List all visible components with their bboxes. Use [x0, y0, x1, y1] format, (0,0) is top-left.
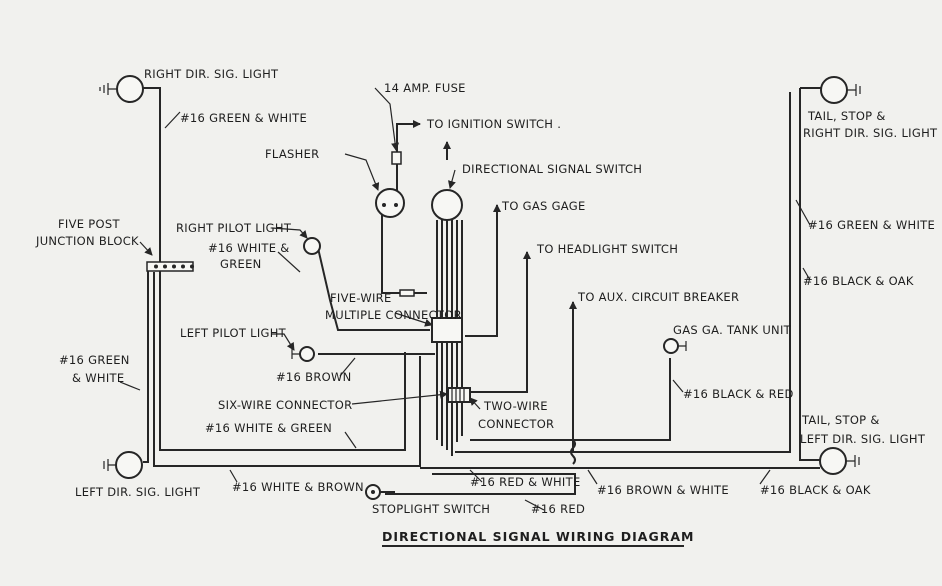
junction-block-symbol [146, 261, 194, 272]
right-pilot-light-label: RIGHT PILOT LIGHT [176, 221, 292, 235]
wire-label-brown: #16 BROWN [276, 370, 352, 384]
gas-tank-unit-label: GAS GA. TANK UNIT [673, 323, 792, 337]
two-wire-label-line1: TWO-WIRE [483, 399, 548, 413]
tail-left-label-line1: TAIL, STOP & [801, 413, 880, 427]
wire-label-white-green-bottom: #16 WHITE & GREEN [205, 421, 332, 435]
tail-right-label-line2: RIGHT DIR. SIG. LIGHT [803, 126, 938, 140]
fuse-label: 14 AMP. FUSE [384, 81, 466, 95]
tail-right-lamp [820, 76, 861, 104]
wire-label-red-white: #16 RED & WHITE [470, 475, 581, 489]
tail-left-label-line2: LEFT DIR. SIG. LIGHT [800, 432, 926, 446]
wire-label-green-white-right: #16 GREEN & WHITE [808, 218, 935, 232]
tail-left-lamp [819, 447, 860, 475]
left-pilot-lamp [291, 346, 315, 362]
directional-signal-switch-body [431, 189, 463, 221]
wire-label-white-green-pilot-2: GREEN [220, 257, 262, 271]
two-wire-label-line2: CONNECTOR [478, 417, 554, 431]
fuse-holder [391, 151, 402, 165]
diagram-title: DIRECTIONAL SIGNAL WIRING DIAGRAM [382, 529, 694, 544]
junction-block-label-line2: JUNCTION BLOCK [35, 234, 139, 248]
junction-block-label-line1: FIVE POST [58, 217, 120, 231]
five-wire-label-line1: FIVE-WIRE [330, 291, 392, 305]
flasher-label: FLASHER [265, 147, 319, 161]
five-wire-label-line2: MULTIPLE CONNECTOR [325, 308, 462, 322]
five-wire-connector-block [431, 317, 463, 343]
flasher-unit [375, 188, 405, 218]
wire-label-brown-white: #16 BROWN & WHITE [597, 483, 729, 497]
stoplight-switch-symbol [365, 484, 381, 500]
six-wire-connector-block [447, 387, 471, 403]
six-wire-connector-label: SIX-WIRE CONNECTOR [218, 398, 352, 412]
wire-label-black-red: #16 BLACK & RED [683, 387, 794, 401]
leader-lines [119, 87, 811, 511]
right-pilot-lamp [303, 237, 321, 255]
tail-right-label-line1: TAIL, STOP & [807, 109, 886, 123]
right-dir-sig-lamp [99, 75, 144, 103]
destination-arrows [412, 120, 577, 322]
wire-label-white-brown: #16 WHITE & BROWN [232, 480, 364, 494]
left-dir-sig-light-label: LEFT DIR. SIG. LIGHT [75, 485, 201, 499]
wire-label-green-white-left-2: & WHITE [72, 371, 124, 385]
directional-signal-switch-label: DIRECTIONAL SIGNAL SWITCH [462, 162, 642, 176]
wire-label-red: #16 RED [531, 502, 585, 516]
wire-label-black-oak-right: #16 BLACK & OAK [803, 274, 914, 288]
right-dir-sig-light-label: RIGHT DIR. SIG. LIGHT [144, 67, 279, 81]
ignition-switch-label: TO IGNITION SWITCH . [426, 117, 561, 131]
wire-label-white-green-pilot-1: #16 WHITE & [208, 241, 290, 255]
headlight-switch-label: TO HEADLIGHT SWITCH [536, 242, 678, 256]
stoplight-switch-label: STOPLIGHT SWITCH [372, 502, 490, 516]
left-dir-sig-lamp [103, 451, 143, 479]
wire-label-green-white-top: #16 GREEN & WHITE [180, 111, 307, 125]
gas-gage-label: TO GAS GAGE [501, 199, 586, 213]
in-line-connector [399, 289, 415, 297]
wire-label-black-oak-bottom: #16 BLACK & OAK [760, 483, 871, 497]
left-pilot-light-label: LEFT PILOT LIGHT [180, 326, 287, 340]
aux-circuit-breaker-label: TO AUX. CIRCUIT BREAKER [577, 290, 739, 304]
wire-label-green-white-left-1: #16 GREEN [59, 353, 130, 367]
gas-tank-unit-symbol [663, 338, 687, 354]
